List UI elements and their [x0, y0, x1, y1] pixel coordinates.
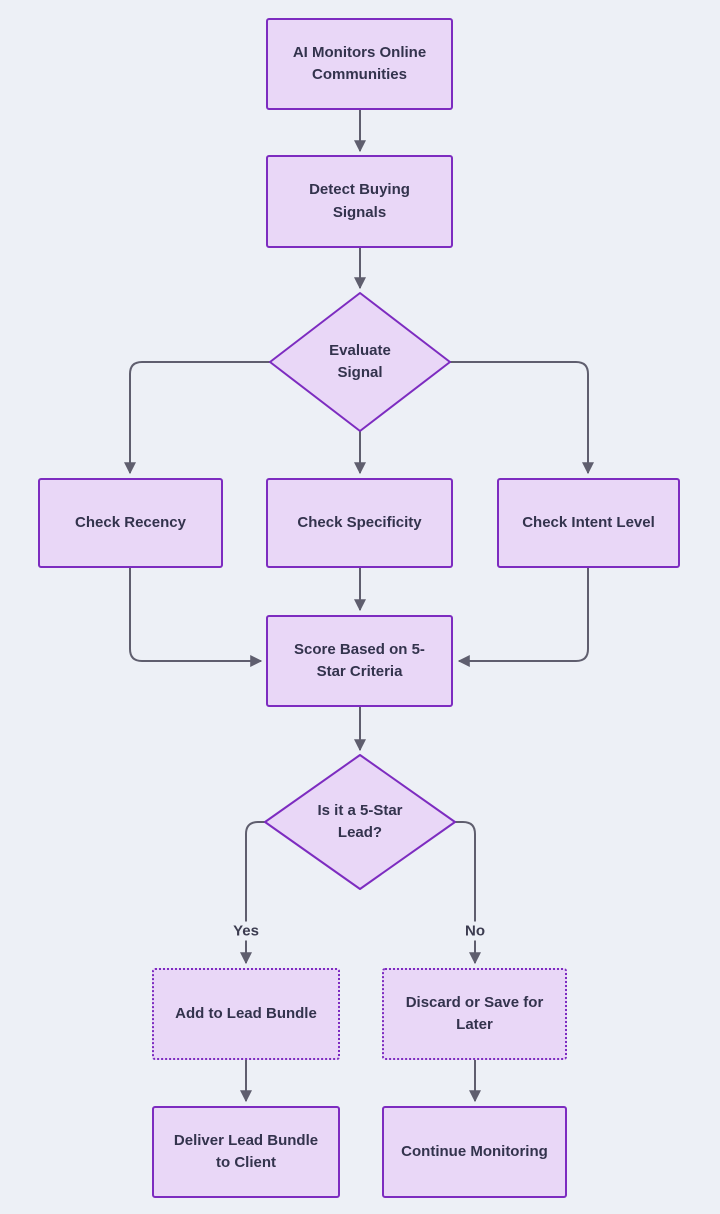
node-label: Detect Buying Signals [309, 181, 410, 221]
decision-diamond-shape [264, 754, 456, 890]
node-label: Check Recency [75, 513, 186, 531]
node-check-intent: Check Intent Level [497, 478, 680, 568]
edge-intent-score [457, 568, 589, 667]
edge-decision-discard [455, 821, 481, 965]
node-deliver-bundle: Deliver Lead Bundle to Client [152, 1106, 340, 1198]
edge-evaluate-recency [124, 361, 270, 475]
edge-decision-add [240, 821, 265, 965]
node-ai-monitors: AI Monitors Online Communities [266, 18, 453, 110]
node-add-lead-bundle: Add to Lead Bundle [152, 968, 340, 1060]
node-label: AI Monitors Online Communities [292, 43, 427, 84]
node-detect-signals: Detect Buying Signals [266, 155, 453, 248]
node-five-star-decision: Is it a 5-Star Lead? [265, 755, 455, 889]
node-label: Check Specificity [297, 513, 422, 531]
edge-label-no: No [460, 921, 490, 941]
evaluate-diamond-shape [269, 292, 451, 432]
node-label: Check Intent Level [522, 513, 655, 531]
node-label: Is it a 5-Star Lead? [317, 801, 403, 842]
node-continue-monitoring: Continue Monitoring [382, 1106, 567, 1198]
edge-evaluate-intent [450, 361, 594, 475]
node-check-recency: Check Recency [38, 478, 223, 568]
edge-recency-score [129, 568, 263, 667]
node-label: Discard or Save for Later [405, 993, 544, 1034]
node-label: Deliver Lead Bundle to Client [173, 1131, 319, 1172]
edge-label-yes: Yes [228, 921, 264, 941]
node-evaluate-signal: Evaluate Signal [270, 293, 450, 431]
node-label: Score Based on 5-Star Criteria [294, 640, 425, 681]
node-label: Evaluate Signal [329, 341, 391, 382]
node-check-specificity: Check Specificity [266, 478, 453, 568]
node-score-criteria: Score Based on 5-Star Criteria [266, 615, 453, 707]
node-discard-save: Discard or Save for Later [382, 968, 567, 1060]
node-label: Continue Monitoring [401, 1142, 548, 1160]
node-label: Add to Lead Bundle [175, 1004, 317, 1022]
